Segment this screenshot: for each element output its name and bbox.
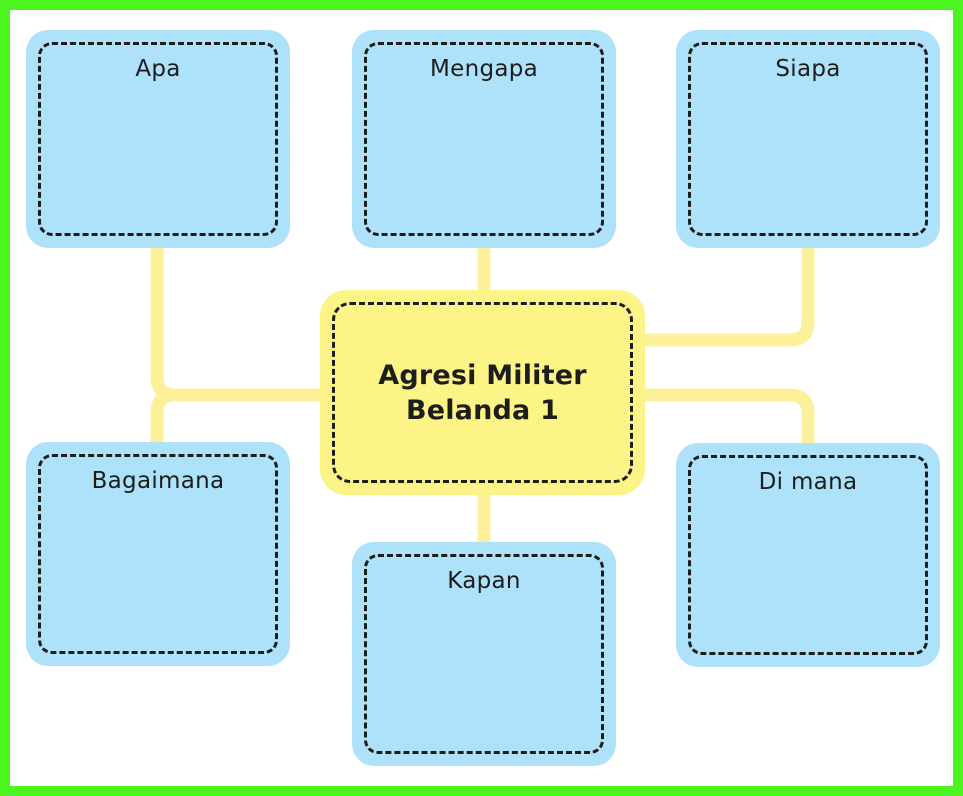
node-center-label: Agresi Militer Belanda 1 (378, 359, 587, 426)
node-mengapa-label: Mengapa (429, 56, 539, 82)
node-siapa-border (688, 42, 928, 236)
node-kapan-label: Kapan (447, 568, 521, 594)
node-kapan-border (364, 554, 604, 754)
node-center-border (332, 302, 633, 483)
node-mengapa-border (364, 42, 604, 236)
node-dimana[interactable]: Di mana (676, 443, 940, 667)
node-mengapa[interactable]: Mengapa (352, 30, 616, 248)
node-apa[interactable]: Apa (26, 30, 290, 248)
connector-center-to-siapa (645, 248, 815, 347)
connector-center-to-dimana (645, 388, 815, 443)
node-siapa[interactable]: Siapa (676, 30, 940, 248)
node-siapa-label: Siapa (775, 56, 841, 82)
node-dimana-label: Di mana (758, 469, 858, 495)
node-bagaimana[interactable]: Bagaimana (26, 442, 290, 666)
node-kapan[interactable]: Kapan (352, 542, 616, 766)
node-bagaimana-border (38, 454, 278, 654)
node-bagaimana-label: Bagaimana (91, 468, 225, 494)
node-dimana-border (688, 455, 928, 655)
node-center[interactable]: Agresi Militer Belanda 1 (320, 290, 645, 495)
node-apa-border (38, 42, 278, 236)
connector-center-to-bagaimana (150, 388, 320, 452)
connector-center-to-apa (150, 248, 320, 402)
node-apa-label: Apa (135, 56, 181, 82)
